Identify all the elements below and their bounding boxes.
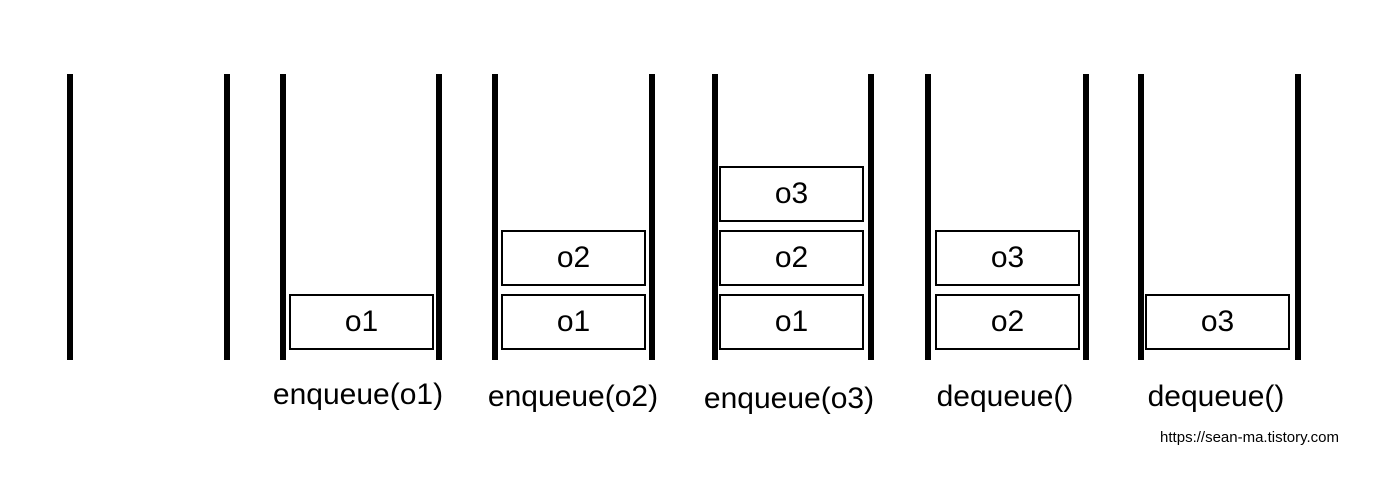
queue-item: o3	[1145, 294, 1290, 350]
operation-label: dequeue()	[1147, 380, 1285, 413]
queue-item: o2	[935, 294, 1080, 350]
queue-item: o3	[935, 230, 1080, 286]
queue-right-wall	[868, 74, 874, 360]
queue-item: o1	[719, 294, 864, 350]
queue-right-wall	[1295, 74, 1301, 360]
queue-item: o1	[501, 294, 646, 350]
queue-right-wall	[436, 74, 442, 360]
queue-right-wall	[649, 74, 655, 360]
operation-label: dequeue()	[936, 380, 1074, 413]
queue-item: o1	[289, 294, 434, 350]
queue-left-wall	[925, 74, 931, 360]
queue-left-wall	[712, 74, 718, 360]
queue-left-wall	[67, 74, 73, 360]
queue-left-wall	[492, 74, 498, 360]
queue-item: o3	[719, 166, 864, 222]
queue-left-wall	[1138, 74, 1144, 360]
operation-label: enqueue(o3)	[703, 382, 875, 415]
queue-item: o2	[719, 230, 864, 286]
operation-label: enqueue(o2)	[487, 380, 659, 413]
queue-item: o2	[501, 230, 646, 286]
queue-right-wall	[1083, 74, 1089, 360]
watermark-url: https://sean-ma.tistory.com	[1160, 429, 1339, 446]
queue-left-wall	[280, 74, 286, 360]
queue-right-wall	[224, 74, 230, 360]
operation-label: enqueue(o1)	[272, 378, 444, 411]
